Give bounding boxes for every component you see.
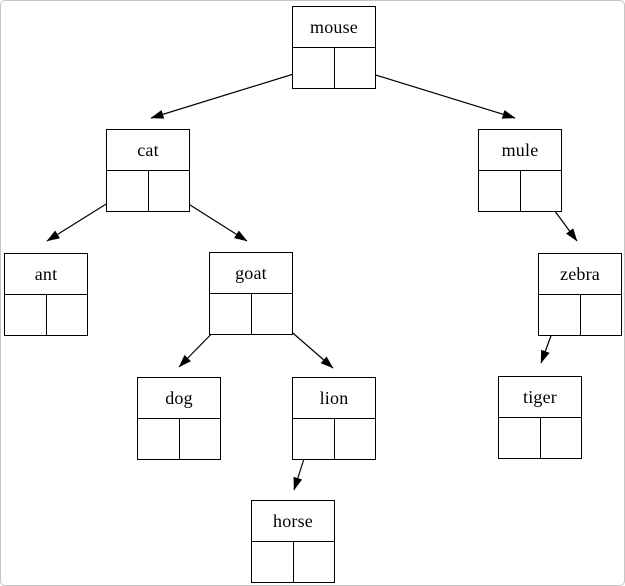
left-pointer-cell bbox=[252, 542, 294, 582]
right-pointer-cell bbox=[149, 171, 190, 211]
left-pointer-cell bbox=[210, 294, 252, 334]
node-label: cat bbox=[107, 130, 189, 171]
node-label: horse bbox=[252, 501, 334, 542]
left-pointer-cell bbox=[539, 295, 581, 335]
tree-node-ant: ant bbox=[4, 253, 88, 336]
node-label: ant bbox=[5, 254, 87, 295]
node-pointer-cells bbox=[107, 171, 189, 211]
right-pointer-cell bbox=[47, 295, 88, 335]
tree-node-goat: goat bbox=[209, 252, 293, 335]
node-label: lion bbox=[293, 378, 375, 419]
node-pointer-cells bbox=[138, 419, 220, 459]
right-pointer-cell bbox=[541, 418, 582, 458]
tree-node-mouse: mouse bbox=[292, 6, 376, 89]
tree-node-tiger: tiger bbox=[498, 376, 582, 459]
node-pointer-cells bbox=[539, 295, 621, 335]
tree-node-mule: mule bbox=[478, 129, 562, 212]
right-pointer-cell bbox=[521, 171, 562, 211]
left-pointer-cell bbox=[138, 419, 180, 459]
node-label: zebra bbox=[539, 254, 621, 295]
right-pointer-cell bbox=[252, 294, 293, 334]
left-pointer-cell bbox=[5, 295, 47, 335]
left-pointer-cell bbox=[107, 171, 149, 211]
node-pointer-cells bbox=[293, 419, 375, 459]
node-label: dog bbox=[138, 378, 220, 419]
right-pointer-cell bbox=[294, 542, 335, 582]
left-pointer-cell bbox=[499, 418, 541, 458]
right-pointer-cell bbox=[335, 419, 376, 459]
left-pointer-cell bbox=[293, 419, 335, 459]
right-pointer-cell bbox=[335, 48, 376, 88]
tree-node-cat: cat bbox=[106, 129, 190, 212]
tree-node-dog: dog bbox=[137, 377, 221, 460]
node-pointer-cells bbox=[499, 418, 581, 458]
tree-node-lion: lion bbox=[292, 377, 376, 460]
edge-mouse-right-to-mule bbox=[352, 67, 516, 119]
node-label: mule bbox=[479, 130, 561, 171]
node-pointer-cells bbox=[5, 295, 87, 335]
tree-node-zebra: zebra bbox=[538, 253, 622, 336]
node-label: goat bbox=[210, 253, 292, 294]
node-pointer-cells bbox=[293, 48, 375, 88]
node-pointer-cells bbox=[479, 171, 561, 211]
tree-node-horse: horse bbox=[251, 500, 335, 583]
node-label: mouse bbox=[293, 7, 375, 48]
left-pointer-cell bbox=[293, 48, 335, 88]
edge-mouse-left-to-cat bbox=[150, 67, 314, 119]
left-pointer-cell bbox=[479, 171, 521, 211]
right-pointer-cell bbox=[180, 419, 221, 459]
node-pointer-cells bbox=[252, 542, 334, 582]
node-label: tiger bbox=[499, 377, 581, 418]
right-pointer-cell bbox=[581, 295, 622, 335]
node-pointer-cells bbox=[210, 294, 292, 334]
